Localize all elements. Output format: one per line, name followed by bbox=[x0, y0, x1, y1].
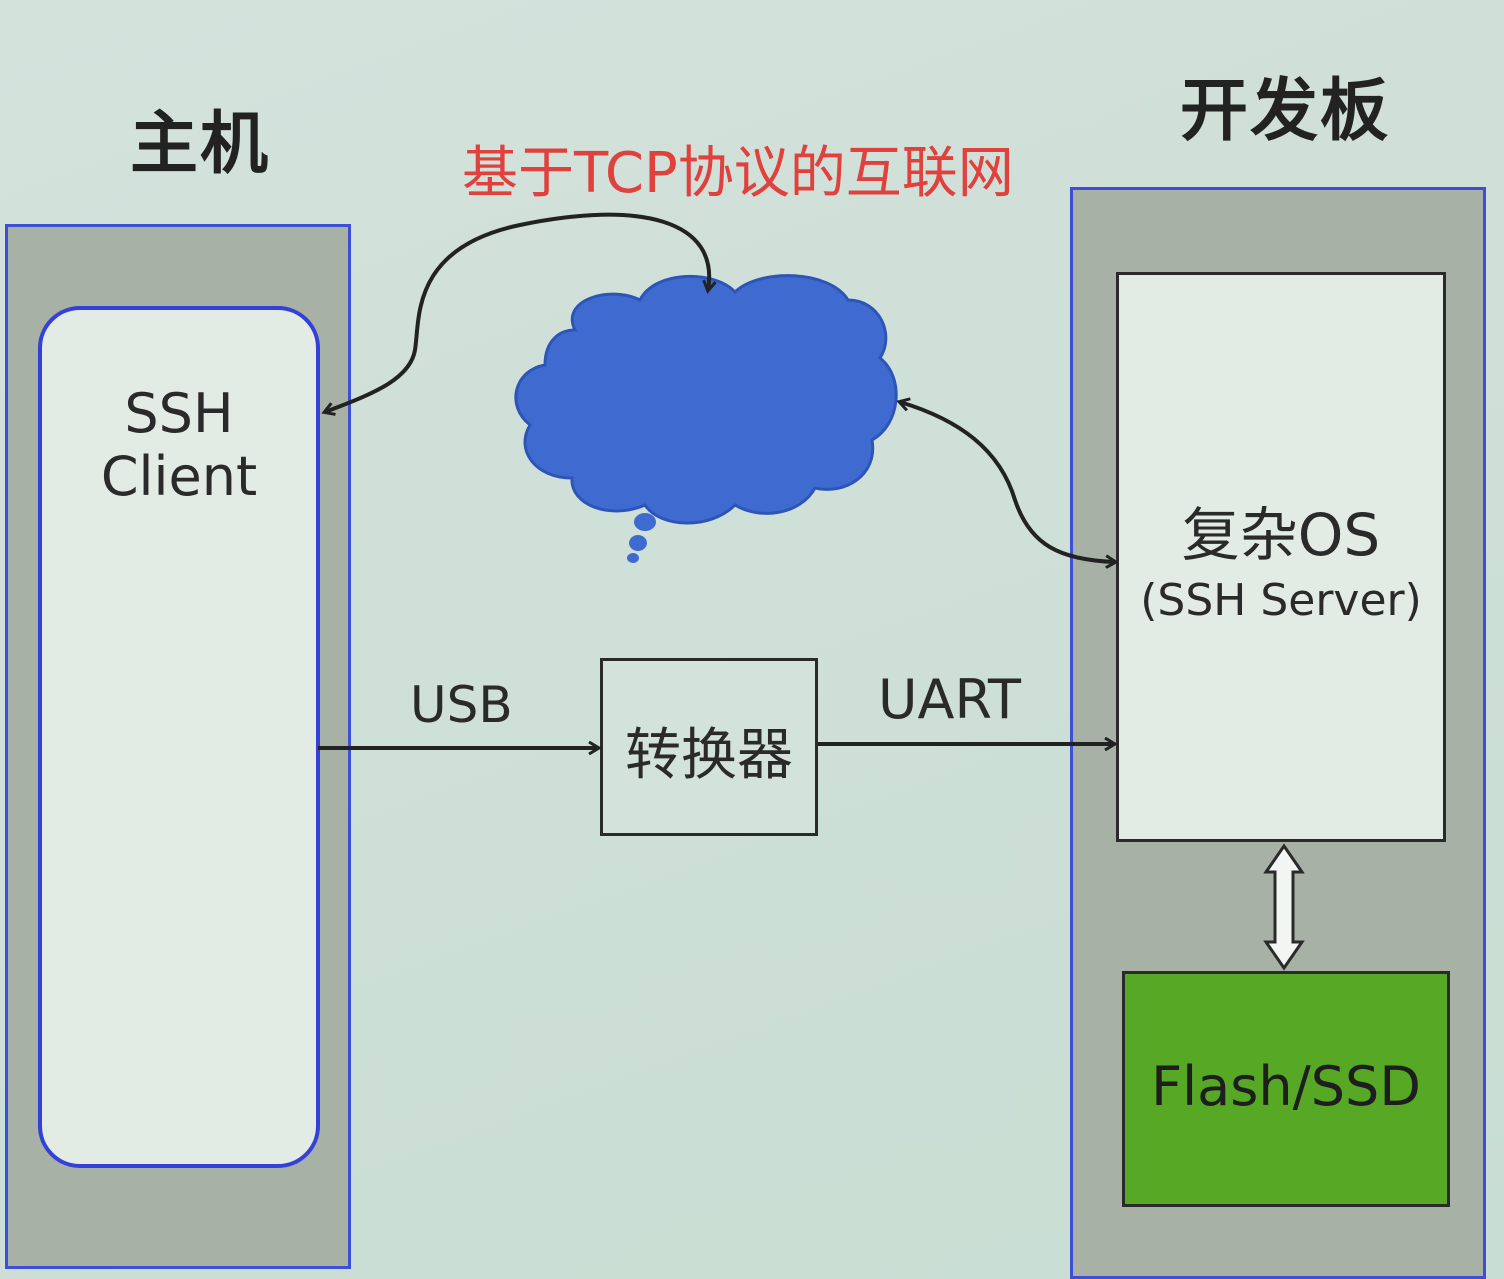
internet-to-os-arrow bbox=[900, 402, 1115, 562]
converter-box bbox=[600, 658, 818, 836]
host-title: 主机 bbox=[130, 105, 271, 184]
uart-label: UART bbox=[878, 668, 1022, 731]
ssh-client-box bbox=[38, 306, 320, 1168]
storage-box bbox=[1122, 971, 1450, 1207]
ssh-client-label: SSH Client bbox=[100, 382, 258, 508]
os-storage-arrow bbox=[1263, 843, 1305, 971]
network-label: 基于TCP协议的互联网 bbox=[462, 141, 1014, 206]
os-box bbox=[1116, 272, 1446, 842]
cloud-icon bbox=[514, 274, 898, 563]
usb-label: USB bbox=[410, 676, 513, 734]
converter-label: 转换器 bbox=[625, 723, 793, 788]
storage-label: Flash/SSD bbox=[1151, 1055, 1421, 1118]
os-label: 复杂OS bbox=[1181, 501, 1381, 569]
board-title: 开发板 bbox=[1180, 72, 1391, 151]
internet-to-client-arrow bbox=[325, 212, 709, 412]
os-sublabel: (SSH Server) bbox=[1140, 575, 1422, 626]
